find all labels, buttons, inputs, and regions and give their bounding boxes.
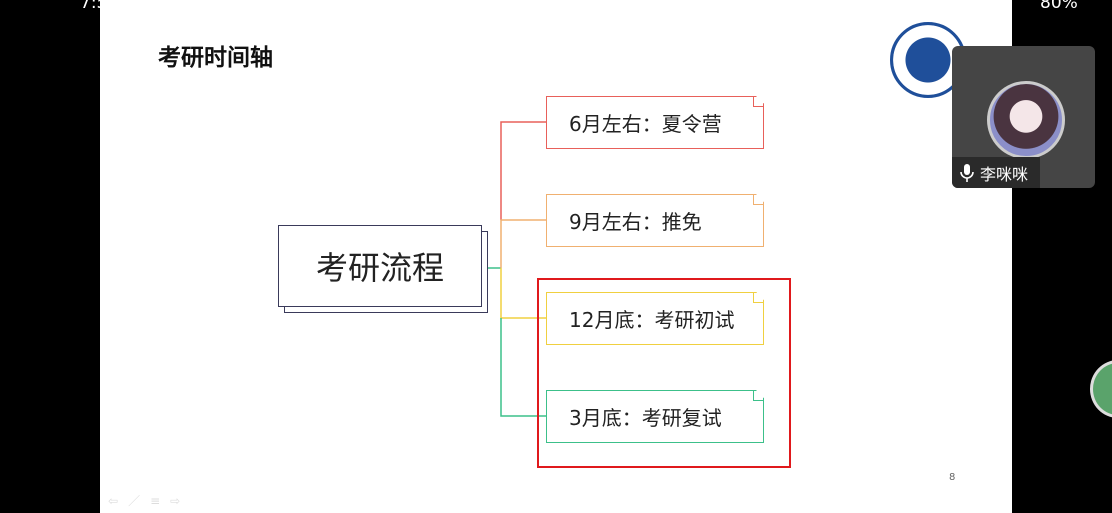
pen-icon[interactable]: ／ xyxy=(128,494,151,508)
next-icon[interactable]: ⇨ xyxy=(170,494,191,508)
menu-icon[interactable]: ≡ xyxy=(150,494,171,508)
highlight-box xyxy=(537,278,791,468)
avatar xyxy=(987,81,1065,159)
slide-toolbar[interactable]: ⇦／≡⇨ xyxy=(108,492,190,509)
branch-label: 6月左右：夏令营 xyxy=(569,112,722,136)
status-time: 7:5 xyxy=(80,0,108,13)
status-battery: 80% xyxy=(1040,0,1078,13)
branch-node: 12月底：考研初试 xyxy=(546,291,765,345)
branch-node: 6月左右：夏令营 xyxy=(546,95,765,149)
slide-title: 考研时间轴 xyxy=(158,45,273,71)
page-number: 8 xyxy=(949,472,956,483)
participant-tag: 李咪咪 xyxy=(952,157,1040,188)
participant-name: 李咪咪 xyxy=(980,164,1029,184)
branch-node: 9月左右：推免 xyxy=(546,193,765,247)
microphone-icon xyxy=(960,163,974,182)
prev-icon[interactable]: ⇦ xyxy=(108,494,129,508)
branch-label: 12月底：考研初试 xyxy=(569,308,735,332)
root-node: 考研流程 xyxy=(278,225,482,307)
branch-node: 3月底：考研复试 xyxy=(546,389,765,443)
branch-label: 9月左右：推免 xyxy=(569,210,702,234)
branch-label: 3月底：考研复试 xyxy=(569,406,722,430)
